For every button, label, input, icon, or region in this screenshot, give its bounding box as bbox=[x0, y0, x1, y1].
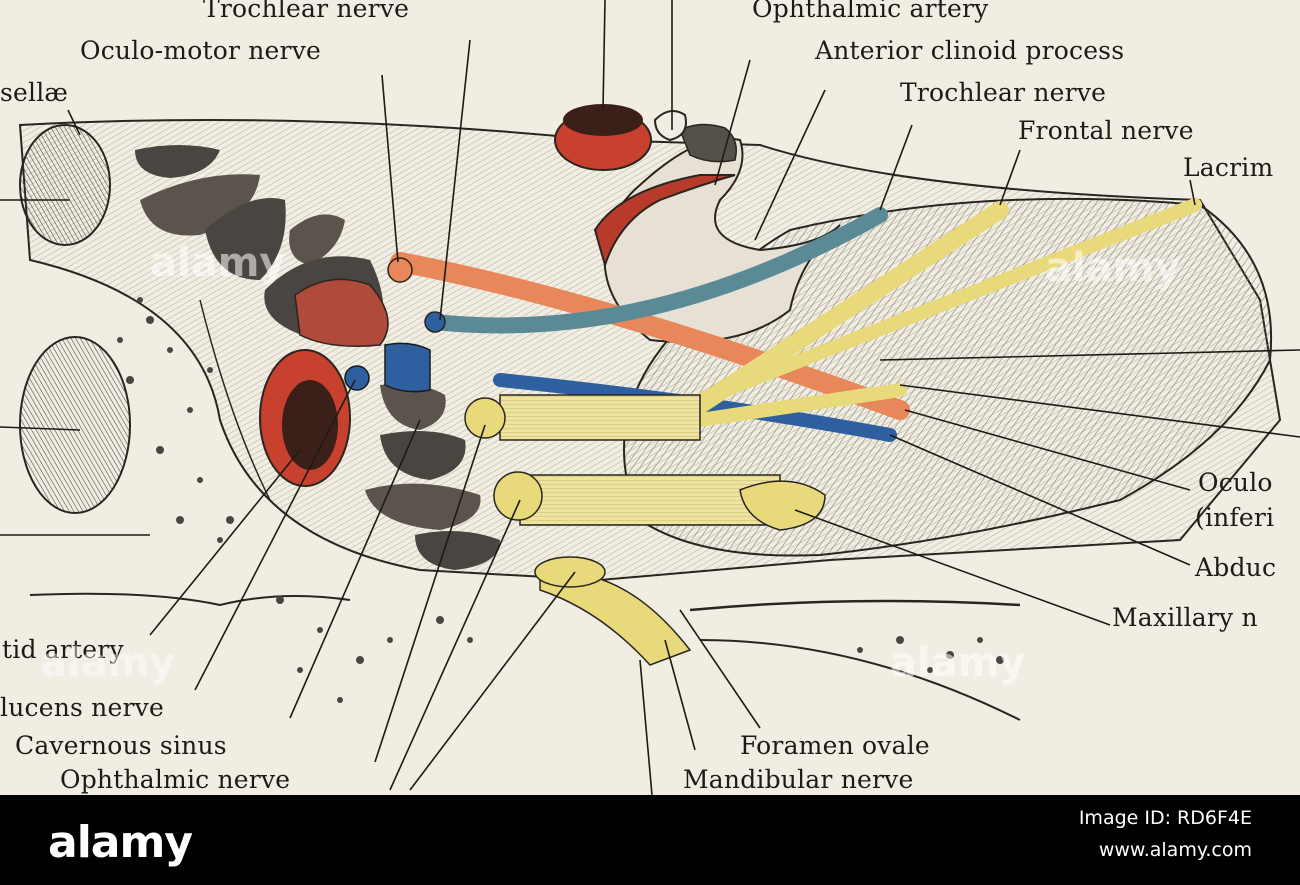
watermark: alamy bbox=[890, 640, 1026, 686]
watermark: alamy bbox=[40, 640, 176, 686]
site-url: www.alamy.com bbox=[1098, 839, 1252, 861]
image-id-text: Image ID: RD6F4E bbox=[1078, 807, 1252, 829]
label-abducens-right: Abduc bbox=[1195, 553, 1277, 582]
abducens-nerve-dot bbox=[344, 365, 370, 391]
anatomical-plate: Trochlear nerve Oculo-motor nerve sellæ … bbox=[0, 0, 1300, 795]
trochlear-nerve bbox=[427, 207, 888, 334]
label-foramen-ovale: Foramen ovale bbox=[740, 731, 930, 760]
label-oculo-inferior-2: (inferi bbox=[1195, 503, 1275, 532]
maxillary-nerve bbox=[519, 474, 781, 526]
cavernous-sinus-illustration bbox=[0, 0, 1300, 795]
label-lacrimal: Lacrim bbox=[1183, 153, 1274, 182]
label-sellae: sellæ bbox=[0, 78, 69, 107]
label-ophthalmic-artery: Ophthalmic artery bbox=[752, 0, 989, 23]
label-oculomotor-nerve-top: Oculo-motor nerve bbox=[80, 36, 322, 65]
stock-footer-bar: alamy Image ID: RD6F4E www.alamy.com bbox=[0, 795, 1300, 885]
label-oculo-inferior-1: Oculo bbox=[1198, 468, 1273, 497]
label-maxillary-nerve: Maxillary n bbox=[1112, 603, 1258, 632]
watermark: alamy bbox=[1045, 245, 1181, 291]
label-trochlear-nerve-right: Trochlear nerve bbox=[900, 78, 1107, 107]
label-mandibular-nerve: Mandibular nerve bbox=[683, 765, 914, 794]
label-carotid-artery: tid artery bbox=[2, 635, 124, 664]
brand-logo: alamy bbox=[48, 817, 193, 868]
sinus-blob bbox=[135, 145, 220, 178]
dorsum-sellae-bone bbox=[19, 124, 111, 246]
label-cavernous-sinus: Cavernous sinus bbox=[15, 731, 227, 760]
label-ophthalmic-nerve: Ophthalmic nerve bbox=[60, 765, 291, 794]
spongy-bone bbox=[117, 297, 1004, 703]
label-frontal-nerve: Frontal nerve bbox=[1018, 116, 1194, 145]
label-abducens-nerve: lucens nerve bbox=[0, 693, 164, 722]
label-trochlear-nerve-top: Trochlear nerve bbox=[203, 0, 410, 23]
watermark: alamy bbox=[150, 240, 286, 286]
leader-lines bbox=[0, 0, 1300, 795]
label-anterior-clinoid-process: Anterior clinoid process bbox=[815, 36, 1125, 65]
